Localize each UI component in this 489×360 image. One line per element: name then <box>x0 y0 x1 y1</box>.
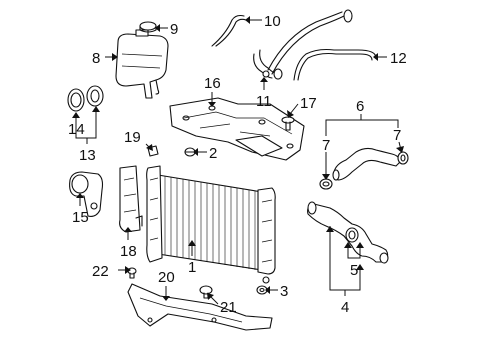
callout-7-right: 7 <box>393 127 401 144</box>
callout-12: 12 <box>390 50 407 67</box>
callout-2: 2 <box>209 145 217 162</box>
callout-8: 8 <box>92 50 100 67</box>
hose-clamp-5 <box>345 227 359 243</box>
callout-22: 22 <box>92 263 109 280</box>
thermostat-housing <box>69 171 104 217</box>
callout-labels: 1 2 3 4 5 6 7 7 8 9 10 11 12 13 14 15 16… <box>68 13 407 316</box>
callout-7-left: 7 <box>322 137 330 154</box>
hose-clamp-7-right <box>397 151 409 165</box>
callout-5: 5 <box>350 262 358 279</box>
callout-11: 11 <box>256 93 272 110</box>
hose-12 <box>267 9 377 81</box>
callout-4: 4 <box>341 299 349 316</box>
surge-tank-cap <box>139 21 157 33</box>
callout-6: 6 <box>356 98 364 115</box>
air-deflector-side <box>119 165 143 233</box>
thermostat <box>86 85 104 107</box>
callout-13: 13 <box>79 147 96 164</box>
callout-9: 9 <box>170 21 178 38</box>
hose-clamp-7-left <box>319 178 333 190</box>
o-ring <box>67 88 85 112</box>
upper-baffle <box>169 97 305 161</box>
callout-20: 20 <box>158 269 175 286</box>
callout-14: 14 <box>68 121 85 138</box>
hose-11 <box>253 49 283 80</box>
callout-1: 1 <box>188 259 196 276</box>
callout-3: 3 <box>280 283 288 300</box>
nut-3 <box>256 285 268 295</box>
callout-19: 19 <box>124 129 141 146</box>
callout-18: 18 <box>120 243 137 260</box>
callout-10: 10 <box>264 13 281 30</box>
coolant-surge-tank <box>115 29 169 99</box>
upper-radiator-hose <box>332 147 401 181</box>
callout-21: 21 <box>220 299 237 316</box>
callout-17: 17 <box>300 95 317 112</box>
callout-16: 16 <box>204 75 221 92</box>
radiator <box>146 165 276 284</box>
callout-leaders <box>72 16 404 305</box>
callout-15: 15 <box>72 209 89 226</box>
hose-10 <box>211 14 247 47</box>
lower-air-deflector <box>127 283 273 331</box>
